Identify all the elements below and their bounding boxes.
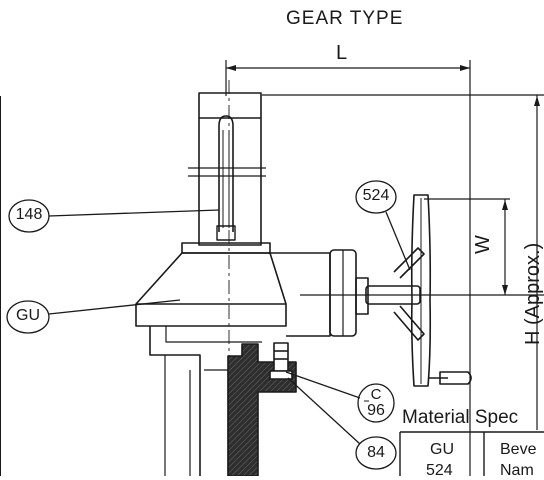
dimension-h-label: H (Approx.) [522, 242, 544, 345]
callout-gu-label: GU [16, 307, 40, 324]
callout-84 [287, 377, 397, 470]
callout-96-label: 96 [367, 402, 385, 419]
dimension-l-label: L [336, 42, 348, 64]
dimension-w-lines [300, 198, 544, 296]
top-housing [188, 92, 266, 246]
callout-c-label: C [370, 386, 382, 403]
spec-row-part: 524 [426, 462, 453, 479]
spec-row-desc: Nam [500, 462, 534, 479]
side-gearbox [268, 249, 369, 337]
bolt-assembly [269, 342, 293, 380]
dimension-l-lines [225, 60, 471, 476]
handwheel [365, 194, 472, 387]
callout-148-label: 148 [15, 206, 43, 223]
material-spec-title: Material Spec [402, 407, 519, 428]
material-spec-table [399, 431, 544, 476]
spec-row-desc: Beve [500, 441, 537, 458]
callout-524 [355, 180, 411, 271]
callout-524-label: 524 [362, 187, 390, 204]
callout-c96 [285, 371, 395, 423]
callout-gu [6, 299, 181, 334]
dimension-w-label: W [472, 235, 494, 254]
drawing-title: GEAR TYPE [286, 8, 404, 29]
callout-84-label: 84 [367, 444, 385, 461]
bevel-gear-body [135, 242, 287, 476]
spec-row-part: GU [430, 441, 454, 458]
callout-148 [8, 199, 220, 233]
dimension-h-lines [262, 94, 544, 430]
